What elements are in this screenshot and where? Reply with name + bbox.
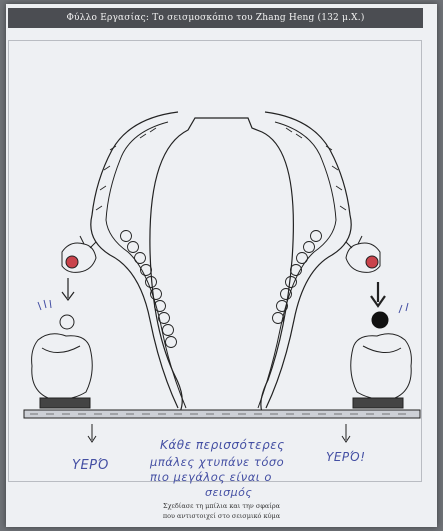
left-dragon-body-inner xyxy=(106,122,186,408)
caption-line1: Σχεδίασε τη μπίλια και την σφαίρα xyxy=(0,502,443,510)
right-handwritten-label: ΥΕΡΌ! xyxy=(326,450,366,464)
handwritten-note-line4: σεισμός xyxy=(205,486,252,499)
left-ground-arrow-icon xyxy=(88,424,96,442)
left-handwritten-label: ΥΕΡΌ xyxy=(72,458,109,473)
left-dragon-head xyxy=(62,236,96,272)
caption-line2: που αντιστοιχεί στο σεισμικό κύμα xyxy=(0,512,443,520)
left-ball-empty xyxy=(60,315,74,329)
handwritten-note-line3: πιο μεγάλος είναι ο xyxy=(150,470,272,484)
right-ground-arrow-icon xyxy=(342,424,350,442)
left-dragon-scales xyxy=(96,128,156,210)
handwritten-note-line2: μπάλες χτυπάνε τόσο xyxy=(150,455,284,469)
right-dragon-body-outer xyxy=(265,112,351,408)
right-shake-marks xyxy=(399,303,408,313)
handwritten-note-line1: Κάθε περισσότερες xyxy=(160,438,285,452)
left-frog xyxy=(32,334,93,408)
left-arrow-icon xyxy=(62,278,74,300)
right-ball-filled xyxy=(372,312,388,328)
right-dragon-scales xyxy=(286,128,346,210)
right-frog xyxy=(351,334,412,408)
left-ball-column xyxy=(121,231,177,348)
left-shake-marks xyxy=(38,300,51,310)
right-arrow-icon xyxy=(371,282,385,306)
right-dragon-head xyxy=(346,236,380,272)
